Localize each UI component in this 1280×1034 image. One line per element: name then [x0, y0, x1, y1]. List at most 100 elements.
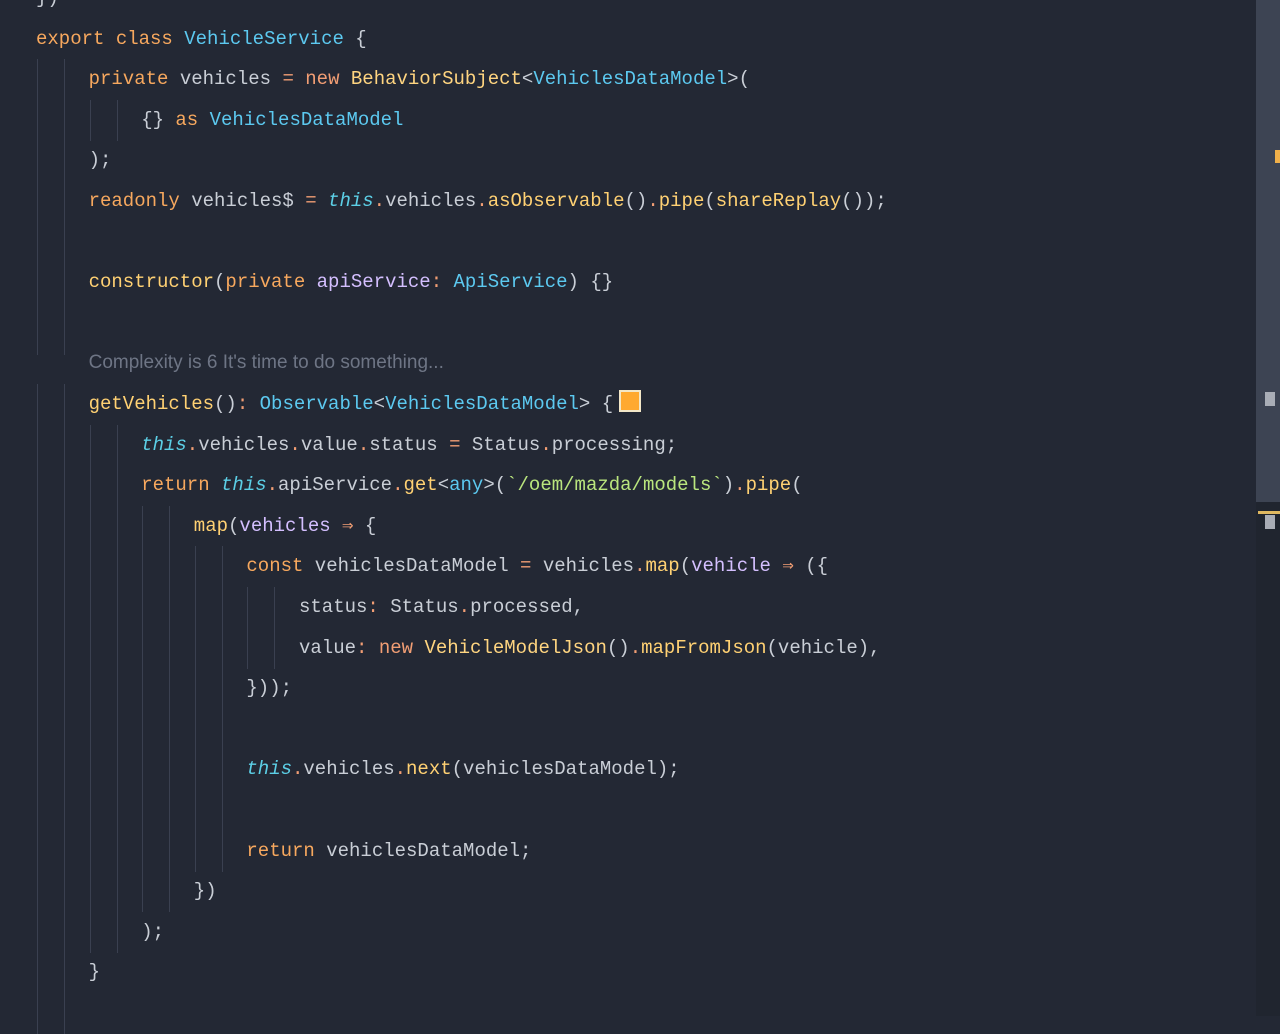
code-line[interactable]: }));	[0, 668, 1256, 710]
token-op: :	[367, 596, 379, 618]
token-op: =	[282, 68, 294, 91]
token-plain: vehicles	[531, 555, 635, 578]
indent-guide	[142, 668, 144, 710]
token-op: .	[540, 433, 552, 456]
token-op: .	[647, 190, 659, 212]
code-line[interactable]: }	[0, 952, 1256, 994]
token-op: .	[394, 758, 407, 781]
code-line[interactable]: );	[0, 911, 1256, 953]
indent-guide	[64, 749, 65, 791]
token-plain: vehicles$	[179, 190, 306, 212]
indent-guide	[37, 911, 38, 953]
code-line[interactable]: constructor(private apiService: ApiServi…	[0, 262, 1256, 304]
token-op: .	[289, 433, 301, 456]
token-plain: <	[437, 474, 450, 497]
indent-guide	[37, 952, 38, 994]
code-line[interactable]: {} as VehiclesDataModel	[0, 99, 1256, 141]
indent-guide	[116, 465, 118, 507]
token-op: =	[449, 433, 461, 456]
scrollbar-thumb[interactable]	[1256, 0, 1280, 502]
token-op: :	[236, 393, 249, 415]
indent-guide	[89, 424, 91, 466]
indent-guide	[116, 830, 118, 872]
complexity-hint[interactable]: Complexity is 6 It's time to do somethin…	[88, 352, 444, 374]
code-line[interactable]: );	[0, 140, 1256, 182]
complexity-warning-icon[interactable]	[619, 390, 642, 412]
indent-guide	[37, 343, 38, 356]
code-line[interactable]: getVehicles(): Observable<VehiclesDataMo…	[0, 384, 1256, 425]
indent-guide	[169, 627, 171, 669]
token-op: .	[292, 758, 304, 781]
token-plain: >(	[727, 68, 750, 91]
indent-guide	[169, 708, 171, 750]
code-line[interactable]: map(vehicles ⇒ {	[0, 505, 1256, 547]
token-this: this	[246, 758, 292, 781]
token-plain	[339, 68, 350, 90]
indent-guide	[116, 668, 118, 710]
indent-guide	[37, 993, 38, 1034]
indent-guide	[37, 181, 38, 222]
indent-guide	[37, 505, 38, 547]
indent-guide	[247, 627, 249, 669]
codelens-hint[interactable]: Complexity is 6 It's time to do somethin…	[0, 343, 1256, 383]
indent-guide	[142, 708, 144, 750]
token-param: vehicles	[239, 514, 331, 537]
code-line[interactable]: return this.apiService.get<any>(`/oem/ma…	[0, 465, 1256, 507]
token-new: new	[378, 636, 414, 659]
indent-guide	[221, 830, 223, 872]
code-line[interactable]: this.vehicles.next(vehiclesDataModel);	[0, 749, 1256, 791]
indent-guide	[142, 505, 144, 547]
token-op: .	[458, 596, 471, 618]
code-line[interactable]	[0, 790, 1256, 831]
indent-guide	[116, 505, 118, 547]
indent-guide	[221, 546, 223, 588]
token-fn: pipe	[658, 190, 705, 212]
token-fn: map	[193, 514, 229, 537]
token-op: =	[305, 190, 317, 212]
token-op: ⇒	[782, 555, 794, 578]
scrollbar-cursor-marker-2	[1265, 515, 1275, 529]
token-kw: return	[141, 474, 210, 497]
code-line[interactable]: status: Status.processed,	[0, 587, 1256, 628]
scrollbar-warning-marker	[1275, 150, 1280, 163]
indent-guide	[64, 911, 65, 953]
code-line[interactable]: })	[0, 0, 1256, 18]
indent-guide	[194, 627, 196, 669]
token-plain	[317, 190, 328, 212]
code-line[interactable]	[0, 993, 1256, 1034]
code-line[interactable]: export class VehicleService {	[0, 19, 1256, 59]
token-kw: return	[246, 839, 315, 862]
token-plain: value	[300, 433, 358, 456]
indent-guide	[89, 830, 91, 872]
code-line[interactable]: })	[0, 871, 1256, 913]
code-line[interactable]	[0, 221, 1256, 263]
indent-guide	[64, 871, 65, 913]
code-line[interactable]: const vehiclesDataModel = vehicles.map(v…	[0, 546, 1256, 588]
token-kw: private	[225, 271, 306, 294]
token-str: `/oem/mazda/models`	[506, 474, 723, 497]
indent-guide	[142, 830, 144, 872]
vertical-scrollbar[interactable]	[1256, 0, 1280, 1016]
token-plain: <	[521, 68, 534, 91]
token-plain: vehicles	[198, 433, 290, 456]
indent-guide	[37, 424, 38, 466]
code-line[interactable]	[0, 708, 1256, 750]
token-this: this	[221, 474, 267, 497]
indent-guide	[64, 587, 65, 628]
code-line[interactable]: private vehicles = new BehaviorSubject<V…	[0, 59, 1256, 101]
token-plain: apiService	[278, 474, 393, 497]
token-fn: asObservable	[487, 190, 625, 212]
code-line[interactable]: return vehiclesDataModel;	[0, 830, 1256, 872]
code-line[interactable]	[0, 302, 1256, 344]
token-type: VehiclesDataModel	[385, 393, 579, 415]
indent-guide	[142, 627, 144, 669]
token-fn: shareReplay	[715, 190, 842, 212]
token-op: .	[629, 636, 642, 659]
indent-guide	[169, 871, 171, 913]
code-line[interactable]: this.vehicles.value.status = Status.proc…	[0, 424, 1256, 466]
indent-guide	[169, 587, 171, 628]
indent-guide	[37, 790, 38, 831]
code-line[interactable]: value: new VehicleModelJson().mapFromJso…	[0, 627, 1256, 669]
code-line[interactable]: readonly vehicles$ = this.vehicles.asObs…	[0, 181, 1256, 222]
